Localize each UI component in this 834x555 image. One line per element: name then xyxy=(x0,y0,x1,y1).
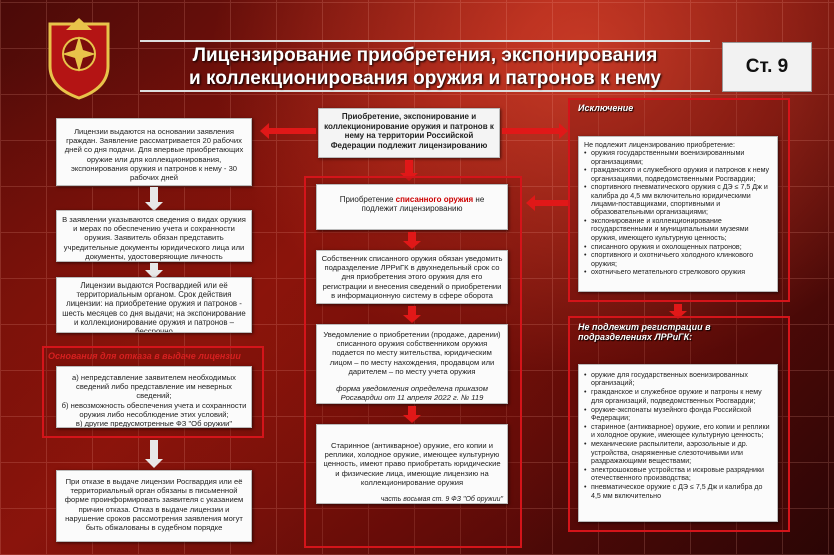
center-box-notify-owner: Собственник списанного оружия обязан уве… xyxy=(316,250,508,304)
list-item: экспонирование и коллекционирование госу… xyxy=(584,217,772,242)
list-item: охотничьего метательного стрелкового ору… xyxy=(584,268,772,277)
list-item: гражданское и служебное оружие и патроны… xyxy=(584,388,772,405)
registration-header: Не подлежит регистрации в подразделениях… xyxy=(578,322,711,342)
center-box-1-bold: списанного оружия xyxy=(395,195,474,204)
arrow-down-left-1 xyxy=(145,187,163,211)
exception-list: оружия государственными военизированными… xyxy=(584,149,772,277)
center-box-decommissioned: Приобретение списанного оружия не подлеж… xyxy=(316,184,508,230)
arrow-down-center-2 xyxy=(403,306,421,323)
arrow-down-left-3 xyxy=(145,440,163,468)
article-badge: Ст. 9 xyxy=(722,42,812,92)
left-box-license-terms: Лицензии выдаются Росгвардией или её тер… xyxy=(56,277,252,333)
exception-header: Исключение xyxy=(578,103,634,113)
refusal-list-box: а) непредставление заявителем необходимы… xyxy=(56,366,252,428)
top-center-box: Приобретение, экспонирование и коллекцио… xyxy=(318,108,500,158)
left-box-applications: Лицензии выдаются на основании заявления… xyxy=(56,118,252,186)
left-box-application-content: В заявлении указываются сведения о видах… xyxy=(56,210,252,262)
list-item: гражданского и служебного оружия и патро… xyxy=(584,166,772,183)
rosgvardia-emblem-icon xyxy=(48,18,110,100)
list-item: оружие-экспонаты музейного фонда Российс… xyxy=(584,406,772,423)
arrow-left-to-center xyxy=(526,195,568,211)
center-box-antique: Старинное (антикварное) оружие, его копи… xyxy=(316,424,508,504)
list-item: спортивного и охотничьего холодного клин… xyxy=(584,251,772,268)
list-item: механические распылители, аэрозольные и … xyxy=(584,440,772,465)
exception-list-box: Не подлежит лицензированию приобретение:… xyxy=(578,136,778,292)
center-box-4-note: часть восьмая ст. 9 ФЗ "Об оружии" xyxy=(380,496,503,504)
exception-intro: Не подлежит лицензированию приобретение: xyxy=(584,141,735,149)
title-line-1: Лицензирование приобретения, экспонирова… xyxy=(192,45,658,66)
list-item: списанного оружия и охолощенных патронов… xyxy=(584,243,772,252)
registration-list-box: оружие для государственных военизированн… xyxy=(578,364,778,522)
arrow-left xyxy=(260,123,316,139)
registration-list: оружие для государственных военизированн… xyxy=(584,371,772,500)
arrow-down-center-1 xyxy=(403,232,421,249)
list-item: оружие для государственных военизированн… xyxy=(584,371,772,388)
arrow-down-center xyxy=(400,160,418,181)
left-box-refusal-notice: При отказе в выдаче лицензии Росгвардия … xyxy=(56,470,252,542)
list-item: оружия государственными военизированными… xyxy=(584,149,772,166)
center-box-1-post: не подлежит лицензированию xyxy=(361,195,485,214)
top-center-text: Приобретение, экспонирование и коллекцио… xyxy=(324,112,494,150)
arrow-down-right xyxy=(669,304,687,319)
list-item: спортивного пневматического оружия с ДЭ … xyxy=(584,183,772,216)
list-item: старинное (антикварное) оружие, его копи… xyxy=(584,423,772,440)
title-line-2: и коллекционирования оружия и патронов к… xyxy=(189,68,661,89)
center-box-1-pre: Приобретение xyxy=(339,195,396,204)
list-item: электрошоковые устройства и искровые раз… xyxy=(584,466,772,483)
arrow-right xyxy=(502,123,568,139)
arrow-down-left-2 xyxy=(145,263,163,279)
arrow-down-center-3 xyxy=(403,406,421,423)
page-title: Лицензирование приобретения, экспонирова… xyxy=(140,40,710,92)
refusal-header: Основания для отказа в выдаче лицензии xyxy=(48,351,241,361)
center-box-notification: Уведомление о приобретении (продаже, дар… xyxy=(316,324,508,404)
center-box-3-note: форма уведомления определена приказом Ро… xyxy=(336,384,488,403)
list-item: пневматическое оружие с ДЭ ≤ 7,5 Дж и ка… xyxy=(584,483,772,500)
